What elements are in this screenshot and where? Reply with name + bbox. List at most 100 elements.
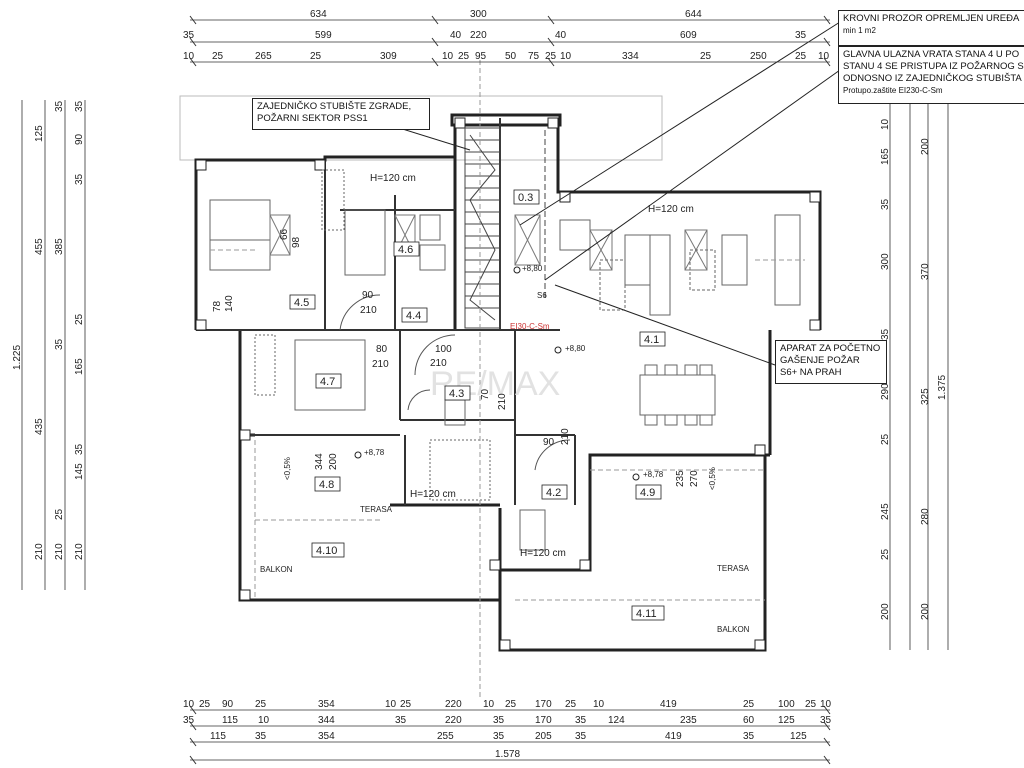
opening-w3: 80 — [376, 344, 388, 355]
dim-bot-r1-5: 354 — [318, 699, 335, 710]
dim-right-total: 1.375 — [937, 375, 948, 400]
dim-top-r2-5: 40 — [555, 30, 567, 41]
dim-right-b7: 25 — [880, 433, 891, 445]
room-labels: 4.5 4.4 4.6 4.7 4.3 4.1 4.2 4.8 4.9 4.10… — [289, 189, 666, 621]
room-4-6: 4.6 — [398, 244, 413, 256]
room-4-3: 4.3 — [449, 388, 464, 400]
dim-top-r3-9: 50 — [505, 51, 517, 62]
note-staircase-line1: ZAJEDNIČKO STUBIŠTE ZGRADE, — [257, 101, 412, 112]
note-roof-window-line1: KROVNI PROZOR OPREMLJEN UREĐA — [843, 13, 1020, 24]
note-extinguisher-line1: APARAT ZA POČETNO — [780, 343, 881, 354]
note-entrance: GLAVNA ULAZNA VRATA STANA 4 U PO STANU 4… — [838, 46, 1024, 104]
dim-right-a3: 325 — [920, 388, 931, 405]
opening-w2: 66 — [279, 228, 290, 240]
elevation-4: +8,78 — [643, 470, 664, 479]
note-extinguisher-line2: GAŠENJE POŽAR — [780, 355, 860, 366]
dim-bot-r2-7: 35 — [493, 715, 505, 726]
staircase — [464, 127, 546, 329]
window-markers — [269, 214, 708, 271]
dim-top-r3-6: 10 — [442, 51, 454, 62]
dim-bot-r2-11: 235 — [680, 715, 697, 726]
opening-w4: 344 — [314, 453, 325, 470]
dim-bot-r3-5: 35 — [493, 731, 505, 742]
opening-w5: 235 — [675, 470, 686, 487]
dim-right-b10: 200 — [880, 603, 891, 620]
dim-left-b1: 35 — [54, 100, 65, 112]
dim-top-r3-16: 25 — [795, 51, 807, 62]
elevation-markers — [354, 266, 640, 481]
elevation-2: +8,80 — [565, 344, 586, 353]
top-dimensions: 634 300 644 35 599 40 220 40 609 35 10 2… — [183, 9, 830, 62]
dim-left-c6: 35 — [74, 443, 85, 455]
dim-left-c2: 90 — [74, 133, 85, 145]
dim-bot-r1-6: 10 — [385, 699, 397, 710]
dim-bot-r3-10: 125 — [790, 731, 807, 742]
dim-bot-r2-1: 35 — [183, 715, 195, 726]
opening-d1b: 210 — [360, 305, 377, 316]
note-extinguisher-line3: S6+ NA PRAH — [780, 367, 842, 378]
dim-right-b6: 290 — [880, 383, 891, 400]
dim-top-r3-15: 250 — [750, 51, 767, 62]
columns — [195, 117, 821, 651]
dim-bot-r2-12: 60 — [743, 715, 755, 726]
dim-right-b5: 35 — [880, 328, 891, 340]
dim-bot-r1-1: 10 — [183, 699, 195, 710]
room-0-3: 0.3 — [518, 192, 533, 204]
terasa-label-2: TERASA — [717, 564, 750, 573]
s6-label: S6 — [537, 291, 547, 300]
dim-top-r3-11: 25 — [545, 51, 557, 62]
dim-right-a2: 370 — [920, 263, 931, 280]
opening-w3b: 210 — [372, 359, 389, 370]
dim-right-b9: 25 — [880, 548, 891, 560]
dim-top-2: 300 — [470, 9, 487, 20]
dim-top-r2-3: 40 — [450, 30, 462, 41]
dim-bot-r1-17: 25 — [805, 699, 817, 710]
note-entrance-line1: GLAVNA ULAZNA VRATA STANA 4 U PO — [843, 49, 1020, 60]
dim-ticks — [189, 15, 831, 765]
dim-bot-r1-10: 25 — [505, 699, 517, 710]
note-entrance-line4: Protupo.zaštite EI230-C-Sm — [843, 86, 943, 95]
dim-bot-r1-15: 25 — [743, 699, 755, 710]
dim-bot-total: 1.578 — [495, 749, 520, 760]
dim-bot-r1-11: 170 — [535, 699, 552, 710]
dim-right-b3: 35 — [880, 198, 891, 210]
dim-bot-r1-18: 10 — [820, 699, 832, 710]
dim-top-r3-10: 75 — [528, 51, 540, 62]
dim-top-r3-4: 25 — [310, 51, 322, 62]
opening-w1b: 140 — [224, 295, 235, 312]
dim-right-b8: 245 — [880, 503, 891, 520]
room-4-8: 4.8 — [319, 479, 334, 491]
slope-2: <0,5% — [708, 467, 717, 490]
opening-w2b: 98 — [291, 236, 302, 248]
dim-top-r2-7: 35 — [795, 30, 807, 41]
dim-left-b2: 385 — [54, 238, 65, 255]
dim-bot-r2-9: 35 — [575, 715, 587, 726]
opening-d3b: 210 — [497, 393, 508, 410]
dim-bot-r2-8: 170 — [535, 715, 552, 726]
dim-right-a1: 200 — [920, 138, 931, 155]
furniture — [209, 169, 801, 551]
dim-right-b1: 10 — [880, 118, 891, 130]
height-label-4: H=120 cm — [520, 548, 566, 559]
dim-right-b2: 165 — [880, 148, 891, 165]
opening-d3: 70 — [480, 388, 491, 400]
dim-top-r3-3: 265 — [255, 51, 272, 62]
dim-right-a4: 280 — [920, 508, 931, 525]
dim-left-total: 1.225 — [12, 345, 23, 370]
dim-top-r2-2: 599 — [315, 30, 332, 41]
balkon-label-1: BALKON — [260, 565, 293, 574]
dim-left-c5: 165 — [74, 358, 85, 375]
dim-top-r3-2: 25 — [212, 51, 224, 62]
dim-left-c3: 35 — [74, 173, 85, 185]
room-4-9: 4.9 — [640, 487, 655, 499]
dim-left-a2: 455 — [34, 238, 45, 255]
balkon-label-2: BALKON — [717, 625, 750, 634]
note-entrance-line2: STANU 4 SE PRISTUPA IZ POŽARNOG S — [843, 61, 1024, 72]
opening-d1: 90 — [362, 290, 374, 301]
elevation-1: +8,80 — [522, 264, 543, 273]
opening-d4: 90 — [543, 437, 555, 448]
right-dimensions: 1.375 200 370 325 280 200 10 165 35 300 … — [880, 118, 948, 620]
dim-left-c8: 210 — [74, 543, 85, 560]
opening-d2b: 210 — [430, 358, 447, 369]
dim-top-3: 644 — [685, 9, 702, 20]
